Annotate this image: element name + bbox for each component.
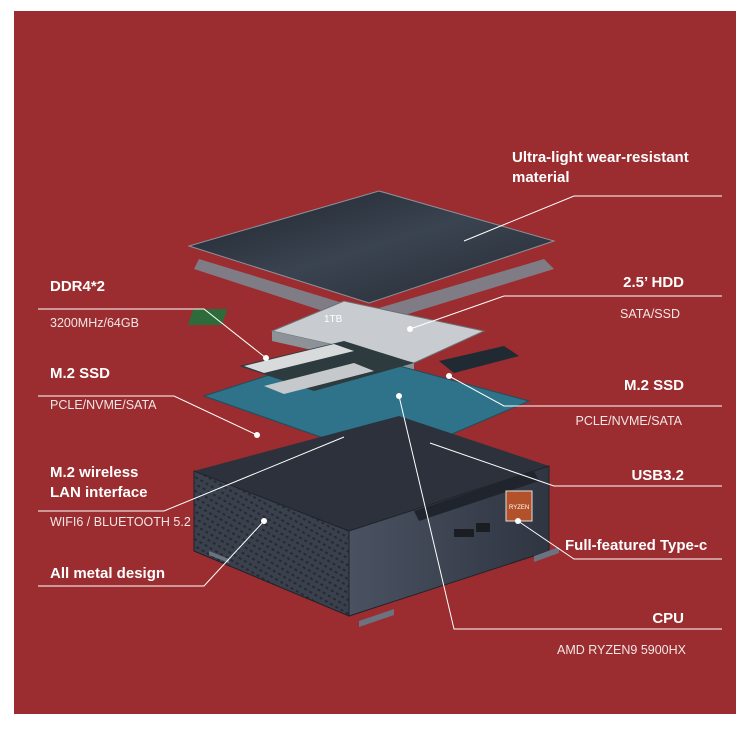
hdd-sticker-text: 1TB <box>324 314 343 325</box>
label-m2-left-title: M.2 SSD <box>50 365 111 382</box>
label-cpu-sub: AMD RYZEN9 5900HX <box>557 643 686 657</box>
label-hdd-sub: SATA/SSD <box>620 307 680 321</box>
exploded-mini-pc-illustration: 1TB RYZEN <box>38 190 722 630</box>
label-hdd-title: 2.5’ HDD <box>623 274 684 291</box>
label-m2-right-title: M.2 SSD <box>623 377 684 394</box>
metal-case: RYZEN <box>193 416 559 627</box>
label-ddr-sub: 3200MHz/64GB <box>50 316 139 330</box>
leader-lines <box>38 195 722 630</box>
label-m2-right-sub: PCLE/NVME/SATA <box>575 414 682 428</box>
label-wifi-sub: WIFI6 / BLUETOOTH 5.2 <box>50 515 191 529</box>
label-usb-title: USB3.2 <box>631 467 684 484</box>
label-wifi-title-2: LAN interface <box>50 484 148 501</box>
label-wifi-title-1: M.2 wireless <box>50 464 139 481</box>
top-lid <box>187 190 556 326</box>
cpu-badge-text: RYZEN <box>509 505 529 511</box>
label-cpu-title: CPU <box>652 610 684 627</box>
label-ddr-title: DDR4*2 <box>50 278 106 295</box>
label-top-material: Ultra-light wear-resistant material <box>512 149 689 186</box>
label-all-metal: All metal design <box>50 565 166 582</box>
label-typec: Full-featured Type-c <box>565 537 708 554</box>
label-m2-left-sub: PCLE/NVME/SATA <box>50 398 157 412</box>
